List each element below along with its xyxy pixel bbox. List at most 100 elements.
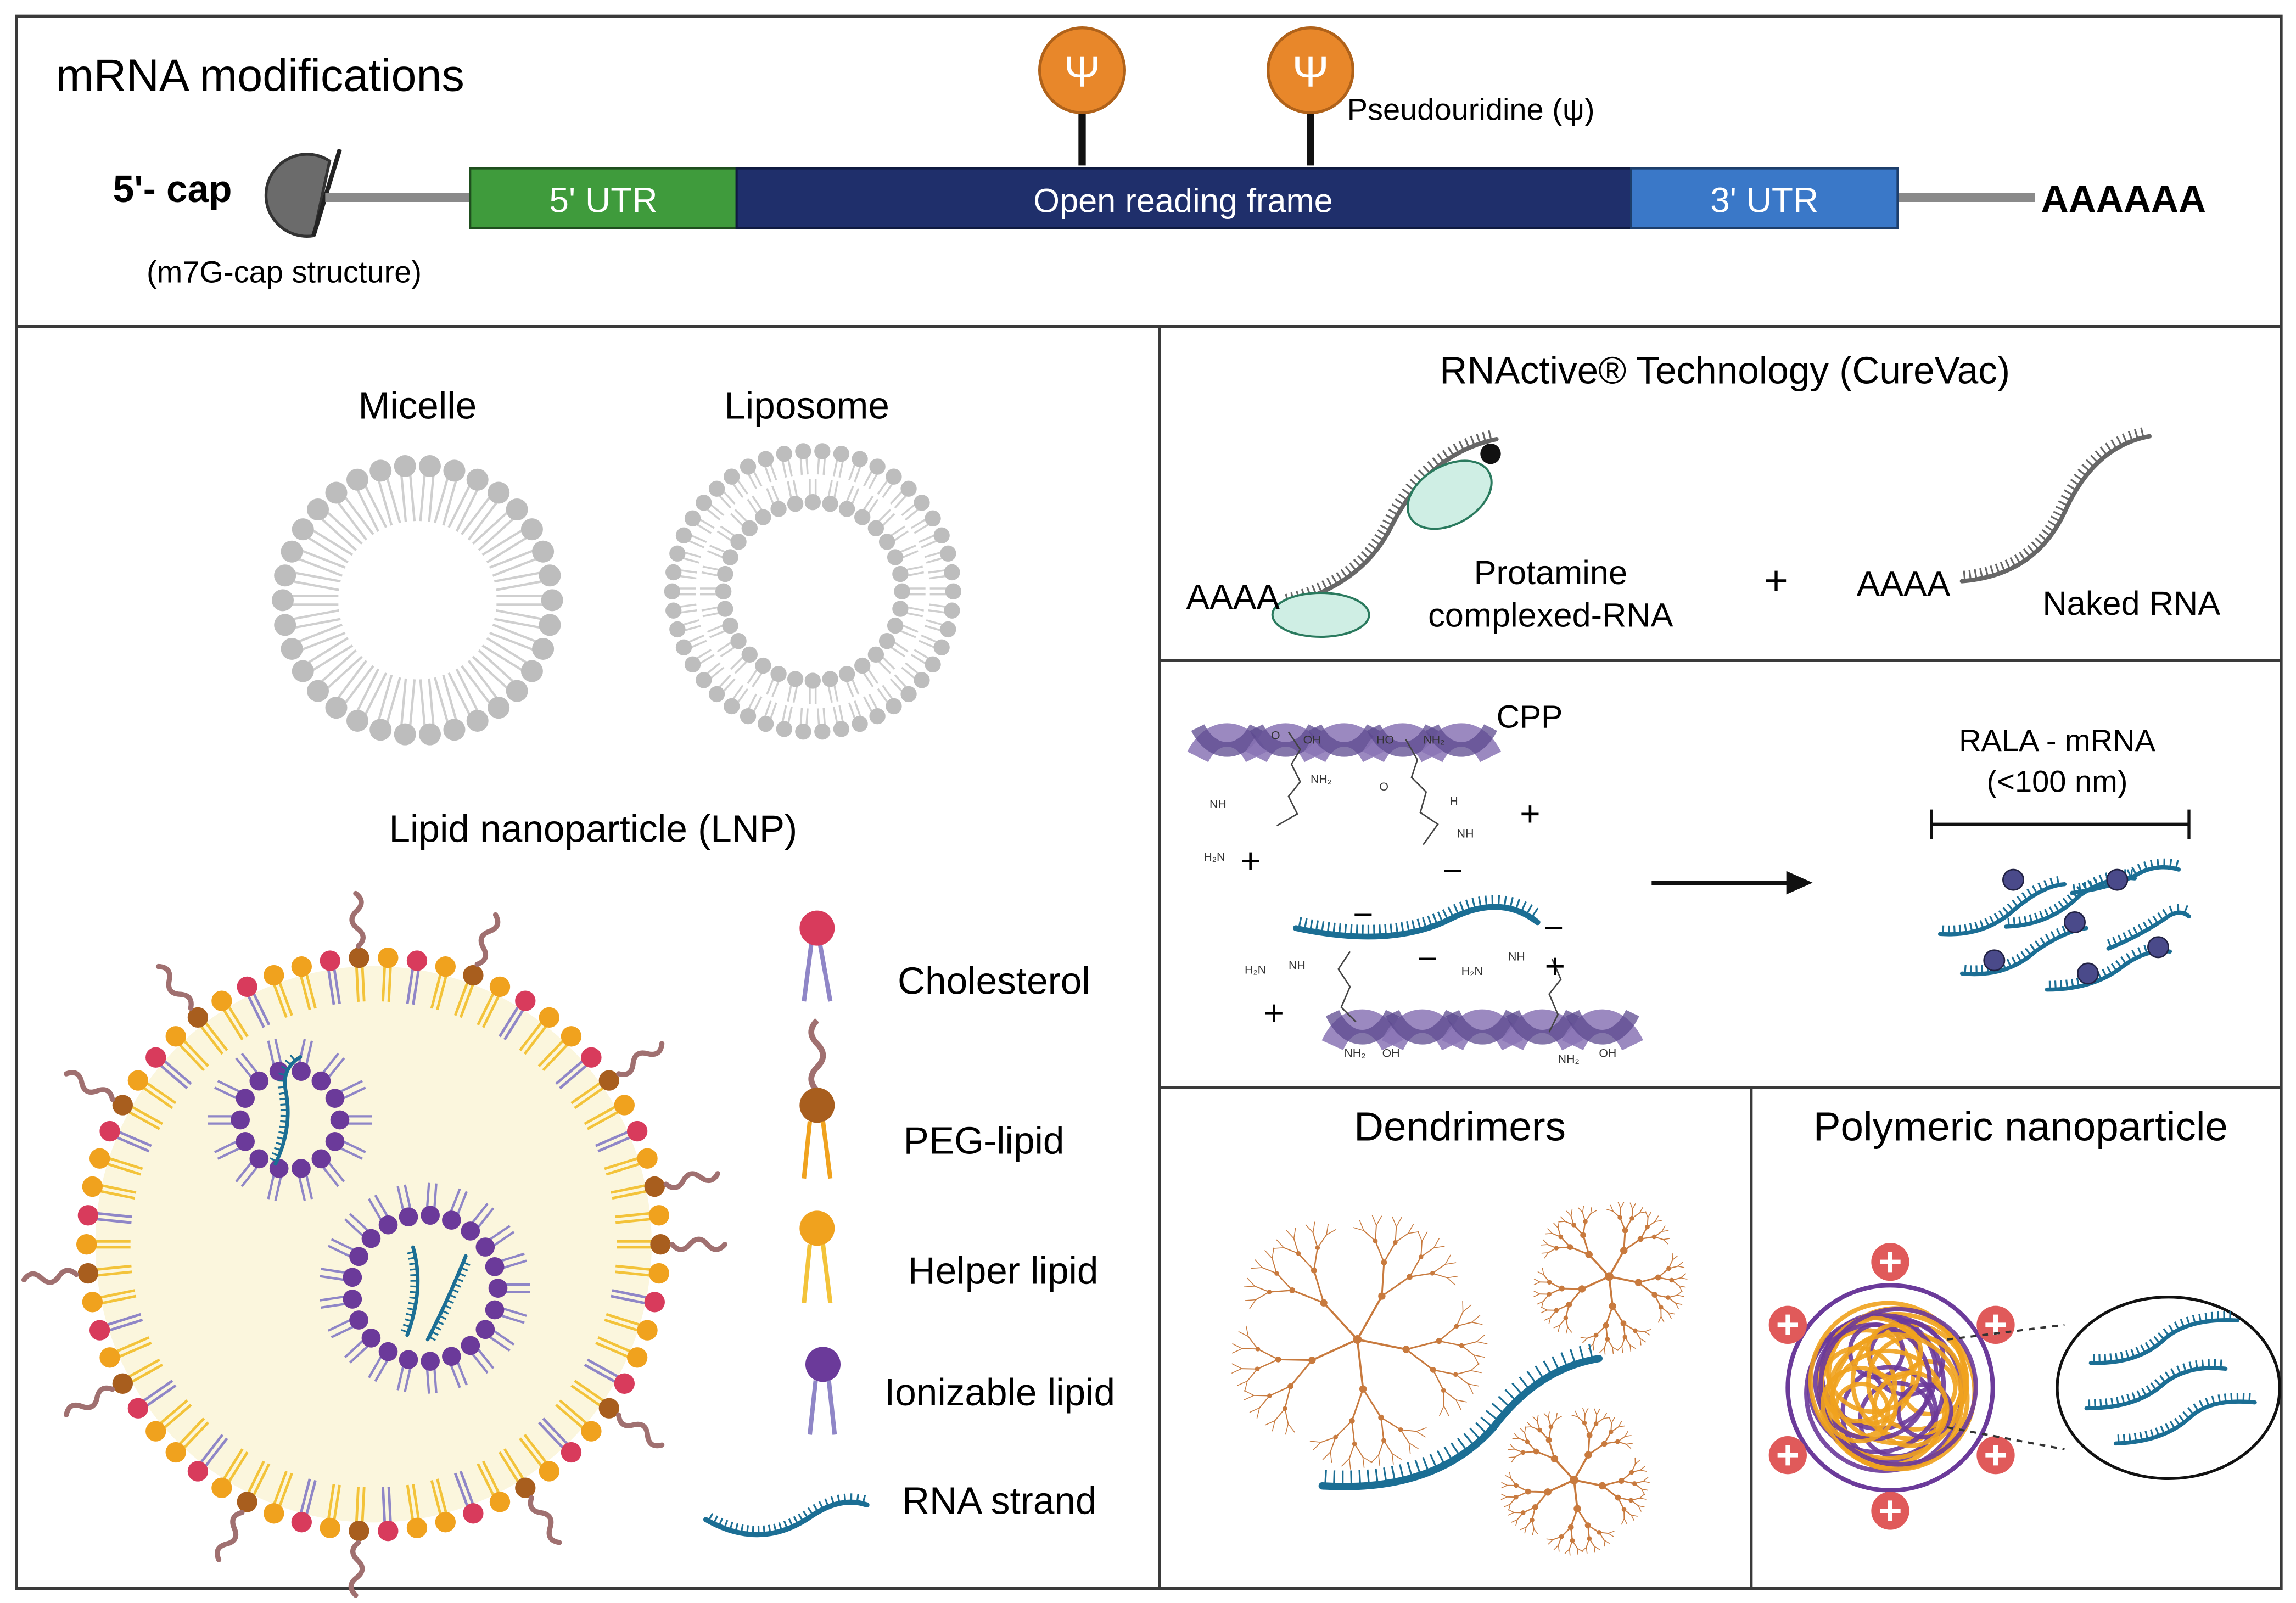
micelle-head bbox=[307, 498, 329, 521]
micelle-head bbox=[292, 660, 314, 682]
micelle-head bbox=[307, 680, 329, 702]
orf-box bbox=[735, 167, 1632, 229]
svg-text:H: H bbox=[1449, 795, 1458, 808]
lnp-surface-lipid bbox=[626, 1347, 648, 1368]
micelle-head bbox=[520, 660, 543, 682]
lnp-surface-lipid bbox=[77, 1205, 99, 1226]
lnp-surface-lipid bbox=[145, 1047, 166, 1068]
lnp-surface-lipid bbox=[237, 1492, 257, 1512]
lnp-surface-lipid bbox=[264, 965, 284, 986]
charge-minus-4: − bbox=[1418, 939, 1438, 978]
lnp-surface-lipid bbox=[77, 1263, 99, 1284]
helix-ribbon-back bbox=[1505, 1010, 1580, 1045]
ionizable-lipid-head bbox=[249, 1149, 269, 1169]
micelle-head bbox=[539, 564, 561, 587]
liposome-head bbox=[724, 698, 740, 715]
svg-text:NH: NH bbox=[1508, 950, 1525, 963]
peg-chain bbox=[669, 1236, 727, 1252]
rna-backbone bbox=[2045, 949, 2172, 992]
micelle-head bbox=[488, 481, 510, 504]
lnp-surface-lipid bbox=[539, 1007, 559, 1028]
helix-ribbon-back bbox=[1191, 724, 1263, 757]
rna-backbone bbox=[1293, 904, 1541, 940]
liposome-head bbox=[940, 621, 956, 638]
lnp-surface-lipid bbox=[82, 1292, 103, 1313]
lnp-title: Lipid nanoparticle (LNP) bbox=[389, 807, 797, 850]
svg-text:H₂N: H₂N bbox=[1203, 850, 1225, 864]
lipid-legend: Cholesterol PEG-lipid Helper lipid Ioniz… bbox=[703, 910, 1115, 1538]
lnp-surface-lipid bbox=[637, 1320, 658, 1341]
liposome-head bbox=[730, 534, 747, 550]
lnp-surface-lipid bbox=[614, 1373, 635, 1394]
helix-ribbon-back bbox=[1250, 724, 1321, 757]
lnp-surface-lipid bbox=[637, 1148, 658, 1169]
micelle-head bbox=[418, 455, 441, 478]
lnp-surface-lipid bbox=[561, 1026, 582, 1047]
svg-text:OH: OH bbox=[1382, 1046, 1400, 1060]
micelle-head bbox=[394, 455, 416, 478]
liposome-head bbox=[900, 686, 917, 703]
svg-text:OH: OH bbox=[1599, 1046, 1616, 1060]
polymeric-diagram bbox=[1768, 1243, 2281, 1530]
dendrimers-title: Dendrimers bbox=[1354, 1103, 1566, 1149]
lnp-surface-lipid bbox=[648, 1205, 669, 1226]
naked-rna-strand bbox=[1959, 427, 2152, 584]
svg-text:HO: HO bbox=[1376, 733, 1394, 747]
legend-cholesterol-icon bbox=[799, 910, 835, 1002]
liposome-head bbox=[822, 671, 838, 687]
liposome-head bbox=[755, 509, 771, 525]
protamine-blob-2 bbox=[1271, 592, 1370, 638]
helix-ribbon-back bbox=[1325, 1010, 1399, 1045]
liposome-head bbox=[887, 549, 904, 565]
ionizable-lipid-head bbox=[249, 1071, 269, 1091]
rna-backbone bbox=[2106, 910, 2191, 951]
liposome-head bbox=[892, 565, 909, 582]
ionizable-lipid-head bbox=[343, 1290, 362, 1309]
liposome-head bbox=[715, 583, 732, 599]
dendrimers-panel: Dendrimers bbox=[1231, 1103, 1688, 1556]
protamine-label-1: Protamine bbox=[1474, 553, 1628, 591]
ionizable-lipid-head bbox=[485, 1257, 505, 1276]
charge-plus-3: + bbox=[1545, 946, 1565, 985]
rna-backbone bbox=[1959, 434, 2152, 584]
ionizable-lipid-head bbox=[421, 1352, 440, 1371]
cap-icon bbox=[264, 153, 332, 238]
svg-text:OH: OH bbox=[1303, 733, 1321, 747]
lnp-surface-lipid bbox=[89, 1320, 110, 1341]
ionizable-lipid-head bbox=[475, 1320, 495, 1339]
carriers-panel: Micelle Liposome Lipid nanoparticle (LNP… bbox=[21, 384, 961, 1598]
micelle-head bbox=[466, 709, 489, 732]
lnp-surface-lipid bbox=[626, 1120, 648, 1142]
liposome-head bbox=[776, 446, 792, 462]
lnp-surface-lipid bbox=[598, 1398, 619, 1419]
utr3-label: 3' UTR bbox=[1710, 181, 1818, 220]
liposome-head bbox=[730, 633, 747, 649]
legend-rna-icon bbox=[703, 1493, 870, 1538]
lnp-surface-lipid bbox=[435, 956, 456, 977]
liposome-head bbox=[892, 601, 909, 617]
lnp-surface-lipid bbox=[165, 1026, 186, 1047]
svg-text:NH: NH bbox=[1209, 798, 1227, 811]
svg-text:O: O bbox=[1271, 729, 1280, 742]
liposome-head bbox=[852, 451, 868, 467]
rala-rna-strand bbox=[1293, 895, 1541, 940]
lnp-surface-lipid bbox=[378, 948, 399, 968]
rala-peptide bbox=[2077, 962, 2099, 985]
zoom-inset bbox=[2056, 1296, 2281, 1480]
liposome-head bbox=[770, 501, 787, 517]
lnp-surface-lipid bbox=[320, 950, 340, 971]
peg-chain bbox=[155, 963, 194, 1011]
rna-backbone bbox=[425, 1254, 468, 1342]
rna-backbone bbox=[1937, 882, 2067, 937]
lnp-surface-lipid bbox=[165, 1442, 186, 1463]
svg-text:NH₂: NH₂ bbox=[1423, 733, 1444, 747]
charge-plus-1: + bbox=[1240, 840, 1261, 880]
charge-plus-2: + bbox=[1520, 794, 1540, 833]
lnp-surface-lipid bbox=[406, 950, 428, 971]
peg-chain bbox=[64, 1385, 115, 1417]
lnp-surface-lipid bbox=[291, 1511, 312, 1533]
lnp-surface-lipid bbox=[291, 956, 312, 977]
liposome-head bbox=[717, 601, 733, 617]
rala-mrna-complex bbox=[1937, 858, 2191, 992]
